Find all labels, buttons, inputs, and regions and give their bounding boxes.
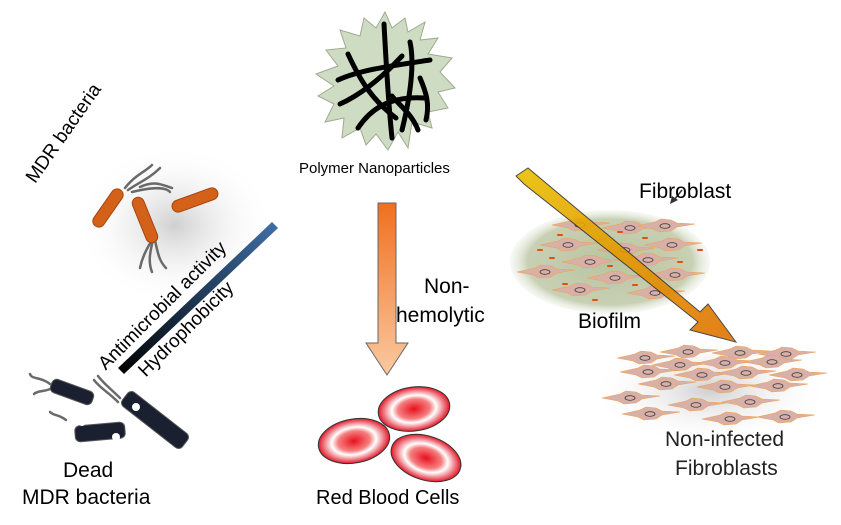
non-hemolytic-arrow <box>365 202 409 376</box>
non-infected-fibroblasts-icon <box>590 335 830 445</box>
mdr-bacteria-icon <box>92 163 219 274</box>
polymer-label: Polymer Nanoparticles <box>299 160 450 177</box>
activity-gradient-bar <box>118 222 278 374</box>
non-hemolytic-label-1: Non- <box>424 275 470 298</box>
polymer-nanoparticle-icon <box>314 10 456 151</box>
dead-label-2: MDR bacteria <box>22 486 151 509</box>
non-infected-label-1: Non-infected <box>665 428 785 451</box>
fibroblast-label: Fibroblast <box>639 180 732 203</box>
fibroblast-pointer-head <box>670 196 678 204</box>
non-hemolytic-label-2: hemolytic <box>396 304 485 327</box>
rbc-label: Red Blood Cells <box>316 487 460 509</box>
bacteria-glow <box>75 145 275 305</box>
biofilm-label: Biofilm <box>578 310 642 333</box>
dead-bacteria-icon <box>28 372 189 449</box>
non-infected-label-2: Fibroblasts <box>675 457 778 480</box>
red-blood-cells-icon <box>317 386 462 483</box>
dead-label-1: Dead <box>63 459 114 482</box>
